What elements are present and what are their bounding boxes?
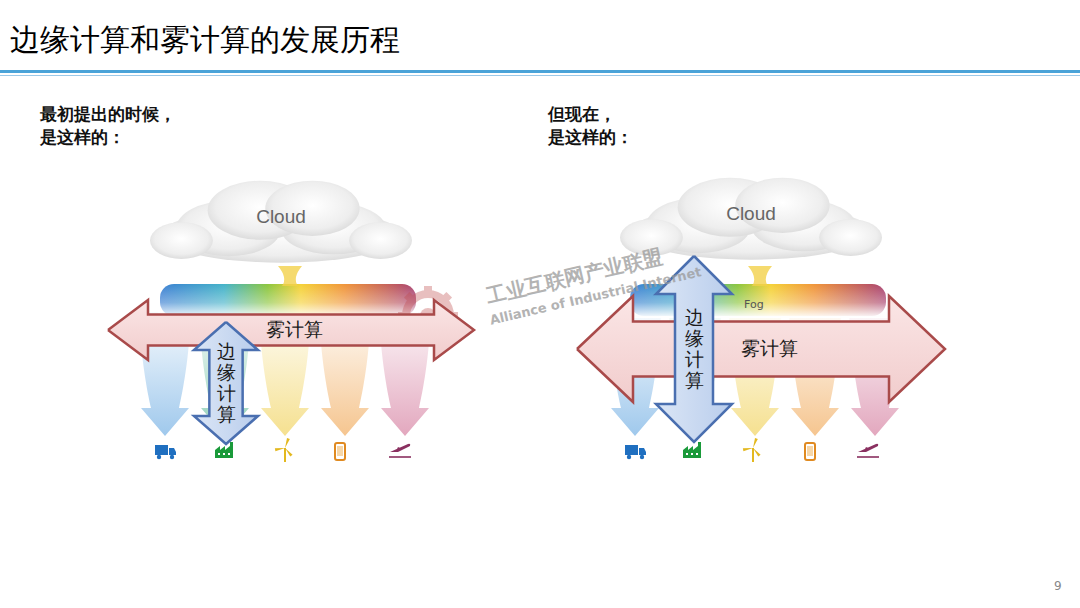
- truck-icon: [155, 445, 176, 459]
- band-fade: [158, 284, 418, 318]
- fog-arrow: 雾计算: [577, 296, 945, 402]
- cloud-label: Cloud: [726, 203, 776, 225]
- arrow-label: 边缘计算: [217, 341, 236, 425]
- edge-arrow: 边缘计算: [194, 322, 258, 444]
- intro-note: 最初提出的时候， 是这样的：: [40, 103, 190, 149]
- fog-band-label: Fog: [744, 298, 764, 313]
- fog-arrow: 雾计算: [108, 300, 474, 360]
- arrow-label: 雾计算: [741, 336, 798, 362]
- fog-layer: [139, 266, 431, 462]
- arrow-label: 边缘计算: [685, 307, 704, 391]
- cloud-drip: [748, 266, 772, 286]
- slide-title: 边缘计算和雾计算的发展历程: [10, 20, 400, 61]
- title-rule: [0, 70, 1080, 73]
- intro-note: 但现在， 是这样的：: [548, 103, 636, 149]
- cloud-label: Cloud: [256, 206, 306, 228]
- phone-icon: [805, 443, 815, 460]
- page-number: 9: [1054, 578, 1062, 594]
- plane-icon: [389, 444, 411, 457]
- factory-icon: [215, 442, 233, 458]
- wind-turbine-icon: [743, 438, 761, 462]
- truck-icon: [625, 445, 646, 459]
- wind-turbine-icon: [275, 438, 293, 462]
- arrow-label: 雾计算: [266, 317, 323, 343]
- cloud-drip: [278, 266, 302, 286]
- plane-icon: [857, 444, 879, 457]
- factory-icon: [683, 442, 701, 458]
- phone-icon: [335, 443, 345, 460]
- cloud-shape: Cloud: [150, 178, 412, 270]
- title-rule: [0, 75, 1080, 76]
